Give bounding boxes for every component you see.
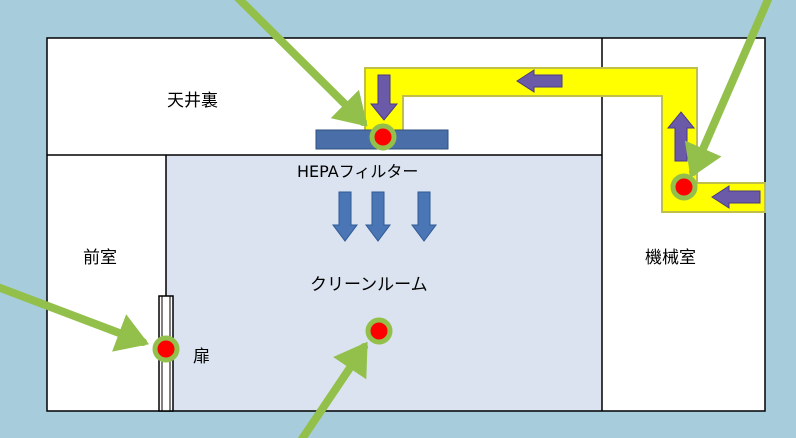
label-door: 扉 — [193, 347, 210, 367]
walls — [46, 37, 766, 412]
label-hepa-filter: HEPAフィルター — [297, 162, 418, 181]
red-dot-marker-icon — [152, 335, 180, 363]
markers — [152, 123, 698, 363]
red-dot-marker-icon — [670, 173, 698, 201]
red-dot-marker-icon — [369, 123, 397, 151]
downflow-arrows — [332, 191, 437, 242]
arrow-left-icon — [516, 69, 563, 93]
label-cleanroom: クリーンルーム — [310, 275, 428, 295]
green-pointer-arrow-icon — [684, 0, 773, 178]
label-machine-room: 機械室 — [645, 248, 696, 268]
green-pointer-arrow-icon — [0, 283, 149, 352]
green-pointer-arrow-icon — [234, 0, 368, 127]
label-ceiling-space: 天井裏 — [167, 90, 218, 111]
label-anteroom: 前室 — [83, 248, 117, 268]
red-dot-marker-icon — [365, 317, 393, 345]
pointer-arrows — [0, 0, 773, 438]
arrow-down-icon — [365, 191, 391, 242]
arrow-down-icon — [411, 191, 437, 242]
arrow-down-icon — [369, 74, 399, 121]
green-pointer-arrow-icon — [297, 341, 368, 438]
arrow-left-icon — [711, 185, 761, 209]
arrow-down-icon — [332, 191, 358, 242]
arrow-up-icon — [666, 111, 696, 162]
